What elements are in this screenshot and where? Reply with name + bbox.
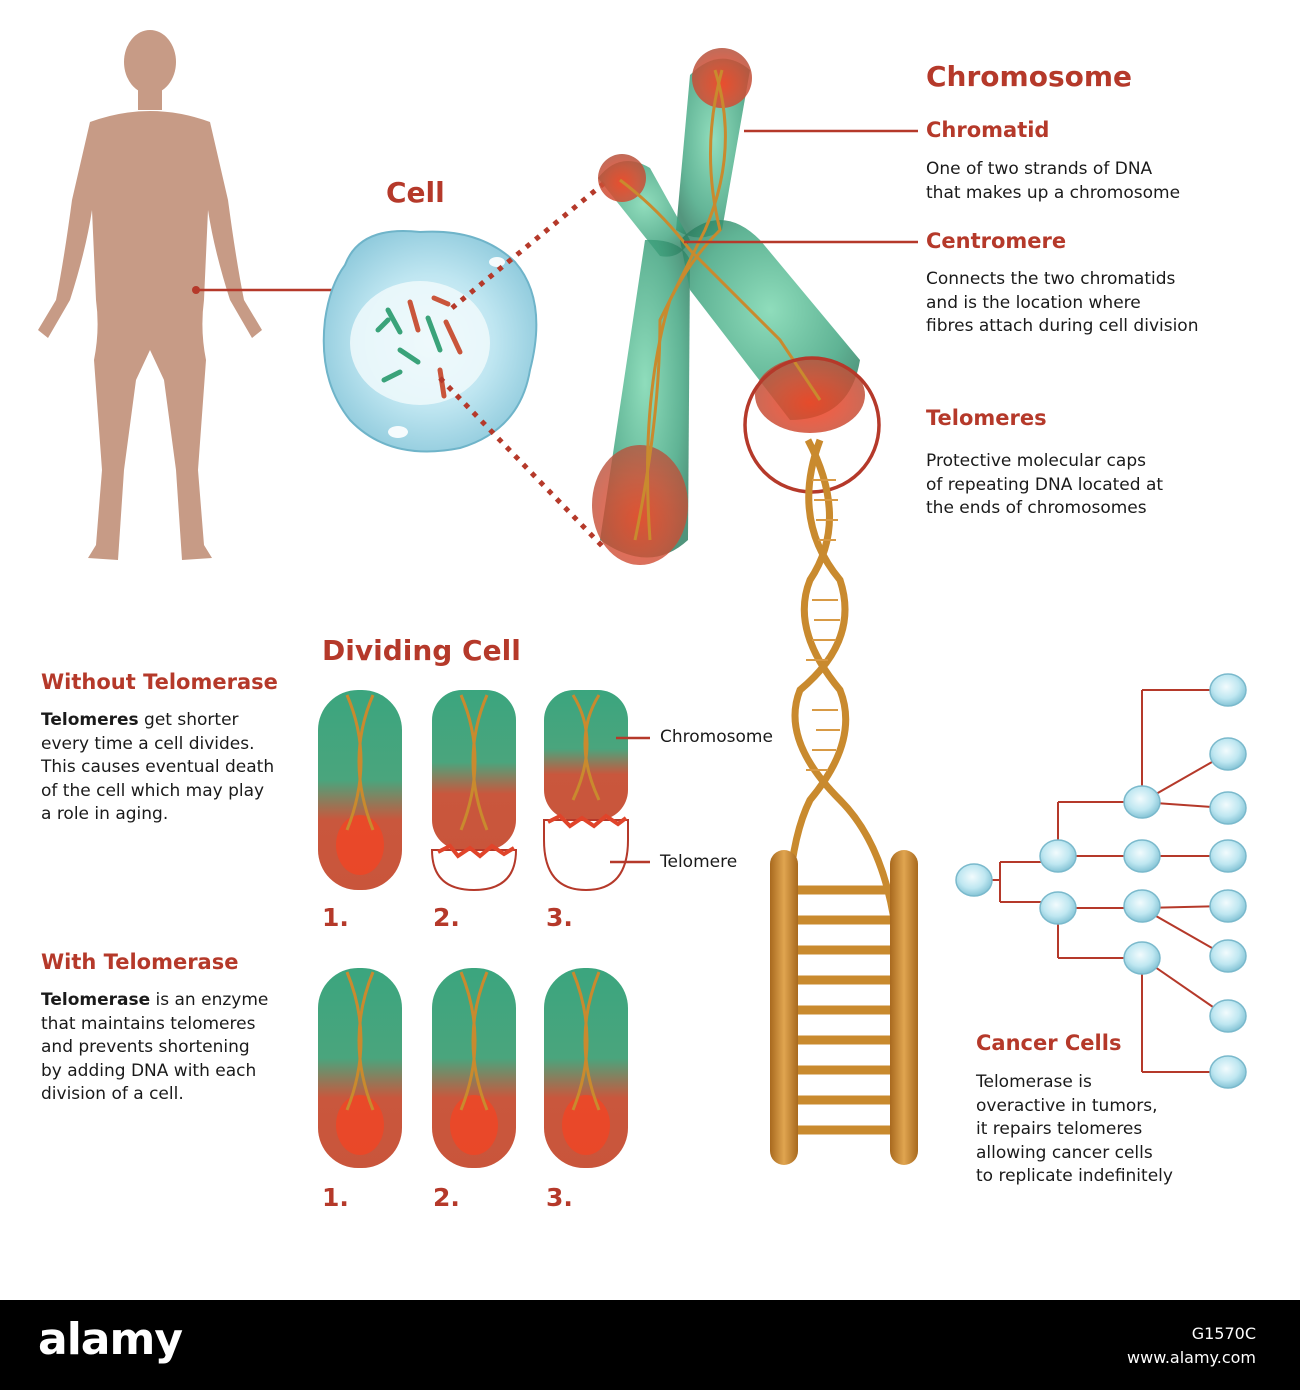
zoom-line-top [450, 178, 610, 310]
cancer-cell [955, 863, 993, 897]
centromere-label: Centromere [926, 229, 1067, 253]
step-2-label: 2. [433, 903, 460, 932]
chromosome-callout: Chromosome [660, 727, 773, 747]
cell-label: Cell [386, 176, 445, 209]
alamy-logo: alamy [38, 1314, 183, 1365]
chromatid-desc: One of two strands of DNA that makes up … [926, 159, 1181, 203]
cancer-cell [1209, 673, 1247, 707]
step-1-label: 1. [322, 903, 349, 932]
cancer-cell [1123, 889, 1161, 923]
cancer-cell [1039, 839, 1077, 873]
cancer-cell [1123, 839, 1161, 873]
cancer-cell-tree [972, 689, 1227, 1073]
image-id: G1570C [1191, 1324, 1256, 1343]
cancer-cell [1123, 941, 1161, 975]
dividing-row-without [318, 690, 629, 892]
body-point [192, 286, 200, 294]
cancer-cell [1039, 891, 1077, 925]
cancer-cell [1209, 999, 1247, 1033]
cancer-cell [1209, 737, 1247, 771]
site-url: www.alamy.com [1127, 1348, 1256, 1367]
telomere-callout: Telomere [660, 852, 738, 872]
without-telomerase-desc: Telomeres get shorter every time a cell … [41, 710, 275, 824]
step-3-label: 3. [546, 903, 573, 932]
cancer-cells-desc: Telomerase is overactive in tumors, it r… [976, 1072, 1173, 1186]
telomeres-label: Telomeres [926, 406, 1047, 430]
cancer-cell [1123, 785, 1161, 819]
cancer-cells [955, 673, 1247, 1089]
zoom-line-bottom [438, 376, 606, 550]
cancer-cell [1209, 1055, 1247, 1089]
without-telomerase-title: Without Telomerase [41, 670, 278, 694]
with-telomerase-title: With Telomerase [41, 950, 239, 974]
with-telomerase-desc: Telomerase is an enzyme that maintains t… [41, 990, 269, 1104]
cell-illustration [322, 230, 538, 453]
cancer-cell [1209, 939, 1247, 973]
cancer-cell [1209, 889, 1247, 923]
cancer-cells-title: Cancer Cells [976, 1031, 1122, 1055]
step-1-label: 1. [322, 1183, 349, 1212]
cancer-cell [1209, 839, 1247, 873]
human-figure [38, 30, 262, 560]
cancer-cell [1209, 791, 1247, 825]
dna-helix [770, 438, 918, 1165]
chromatid-label: Chromatid [926, 118, 1050, 142]
step-2-label: 2. [433, 1183, 460, 1212]
watermark-info: G1570C www.alamy.com [1127, 1322, 1256, 1370]
centromere-desc: Connects the two chromatids and is the l… [926, 269, 1199, 336]
dividing-cell-title: Dividing Cell [322, 634, 521, 667]
diagram-canvas [38, 30, 1247, 1168]
watermark-bar: alamy G1570C www.alamy.com [0, 1300, 1300, 1390]
dividing-row-with [318, 968, 628, 1168]
chromosome-illustration [592, 48, 865, 565]
step-3-label: 3. [546, 1183, 573, 1212]
chromosome-title: Chromosome [926, 60, 1133, 93]
telomeres-desc: Protective molecular caps of repeating D… [926, 451, 1164, 518]
